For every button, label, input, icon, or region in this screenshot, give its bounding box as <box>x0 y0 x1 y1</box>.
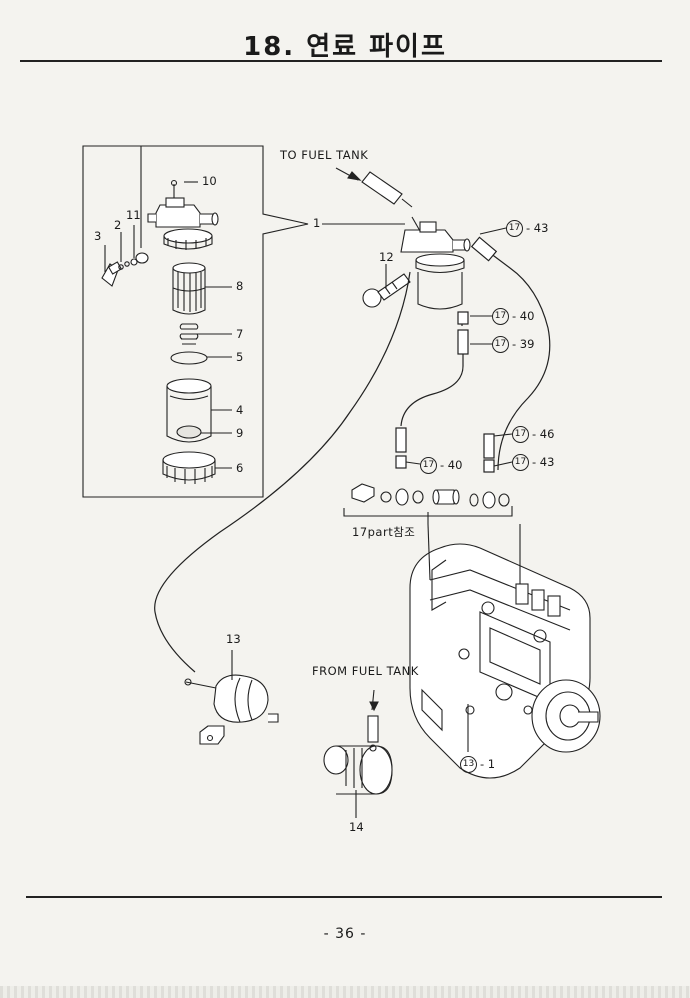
spring-detail <box>179 323 199 345</box>
callout-14: 14 <box>349 820 364 834</box>
filter-element-detail <box>172 262 206 315</box>
ring-nut-detail <box>162 451 216 484</box>
callout-4: 4 <box>236 403 244 417</box>
page-number: - 36 - <box>323 926 367 942</box>
feed-pump-13 <box>184 650 279 745</box>
ref-17-43-lower: 17- 43 <box>512 454 554 471</box>
ref-17-40-lower: 17- 40 <box>420 457 462 474</box>
ref-suffix: - 39 <box>512 336 535 351</box>
banjo-fittings-row <box>343 483 513 524</box>
callout-6: 6 <box>236 461 244 475</box>
callout-12: 12 <box>379 250 394 264</box>
ref-circle: 17 <box>512 426 529 443</box>
filter-bowl-detail <box>166 378 212 443</box>
scan-edge <box>0 986 690 998</box>
ref-suffix: - 43 <box>526 220 549 235</box>
ref-circle: 13 <box>460 756 477 773</box>
footer-rule <box>26 896 662 898</box>
callout-2: 2 <box>114 218 122 232</box>
inset-leader-lines <box>104 181 232 469</box>
callout-13: 13 <box>226 632 241 646</box>
callout-3: 3 <box>94 229 102 243</box>
ref-circle: 17 <box>492 336 509 353</box>
bolt-12 <box>362 273 411 308</box>
ref-suffix: - 46 <box>532 426 555 441</box>
detail-inset-frame <box>82 145 309 498</box>
ref-suffix: - 40 <box>440 457 463 472</box>
ref-circle: 17 <box>492 308 509 325</box>
injection-pump <box>409 523 601 779</box>
ref-suffix: - 43 <box>532 454 555 469</box>
part-reference-caption: 17part참조 <box>352 525 416 539</box>
callout-10: 10 <box>202 174 217 188</box>
ref-17-40-upper: 17- 40 <box>492 308 534 325</box>
callout-5: 5 <box>236 350 244 364</box>
o-ring-detail <box>170 351 208 365</box>
ref-17-46: 17- 46 <box>512 426 554 443</box>
fuel-filter-assembly <box>400 216 471 310</box>
filter-head-detail <box>147 179 219 250</box>
ref-17-43-top: 17- 43 <box>506 220 548 237</box>
header-rule <box>20 60 662 62</box>
to-fuel-tank-caption: TO FUEL TANK <box>280 148 369 162</box>
main-leader-lines <box>322 223 513 467</box>
ref-13-1: 13- 1 <box>460 756 495 773</box>
strainer-14 <box>323 689 393 818</box>
from-fuel-tank-caption: FROM FUEL TANK <box>312 664 419 678</box>
callout-9: 9 <box>236 426 244 440</box>
callout-1: 1 <box>313 216 321 230</box>
ref-circle: 17 <box>512 454 529 471</box>
ref-17-39: 17- 39 <box>492 336 534 353</box>
ref-suffix: - 1 <box>480 756 496 771</box>
banjo-bolt-detail <box>101 252 149 287</box>
to-tank-hose <box>335 167 413 208</box>
ref-suffix: - 40 <box>512 308 535 323</box>
ref-circle: 17 <box>420 457 437 474</box>
fuel-pipes <box>154 236 551 673</box>
callout-7: 7 <box>236 327 244 341</box>
ref-circle: 17 <box>506 220 523 237</box>
page-title: 18. 연료 파이프 <box>243 32 447 62</box>
callout-11: 11 <box>126 208 141 222</box>
callout-8: 8 <box>236 279 244 293</box>
